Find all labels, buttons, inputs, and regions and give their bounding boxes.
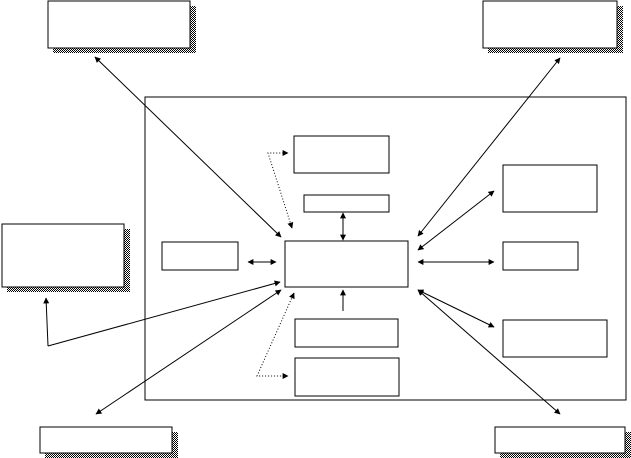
center-box (284, 240, 409, 288)
arrow-top-left-to-center (94, 56, 282, 238)
external-box-top-right (482, 0, 623, 53)
system-boundary-frame (144, 96, 627, 401)
arrow-left-external-to-center (43, 297, 50, 347)
bottom-lower-box (294, 357, 400, 397)
right-bottom-box (502, 319, 608, 358)
left-box (161, 241, 239, 271)
right-middle-box (502, 241, 579, 271)
dotted-link-bottom-lower-box (256, 292, 295, 379)
bottom-upper-box (294, 318, 399, 348)
external-box-left (1, 223, 130, 292)
arrow-center-to-bottom-left (95, 289, 282, 415)
top-thin-box (303, 194, 390, 213)
arrow-left-external-feed (47, 280, 281, 347)
right-top-box (502, 164, 598, 213)
external-box-top-left (47, 0, 196, 53)
external-box-bottom-left (39, 426, 178, 458)
top-box (293, 135, 390, 174)
dotted-link-top-box (267, 150, 294, 229)
arrow-center-to-right-top-box (417, 190, 495, 251)
external-box-bottom-right (494, 426, 631, 458)
arrow-center-to-right-bottom-box (417, 289, 495, 328)
